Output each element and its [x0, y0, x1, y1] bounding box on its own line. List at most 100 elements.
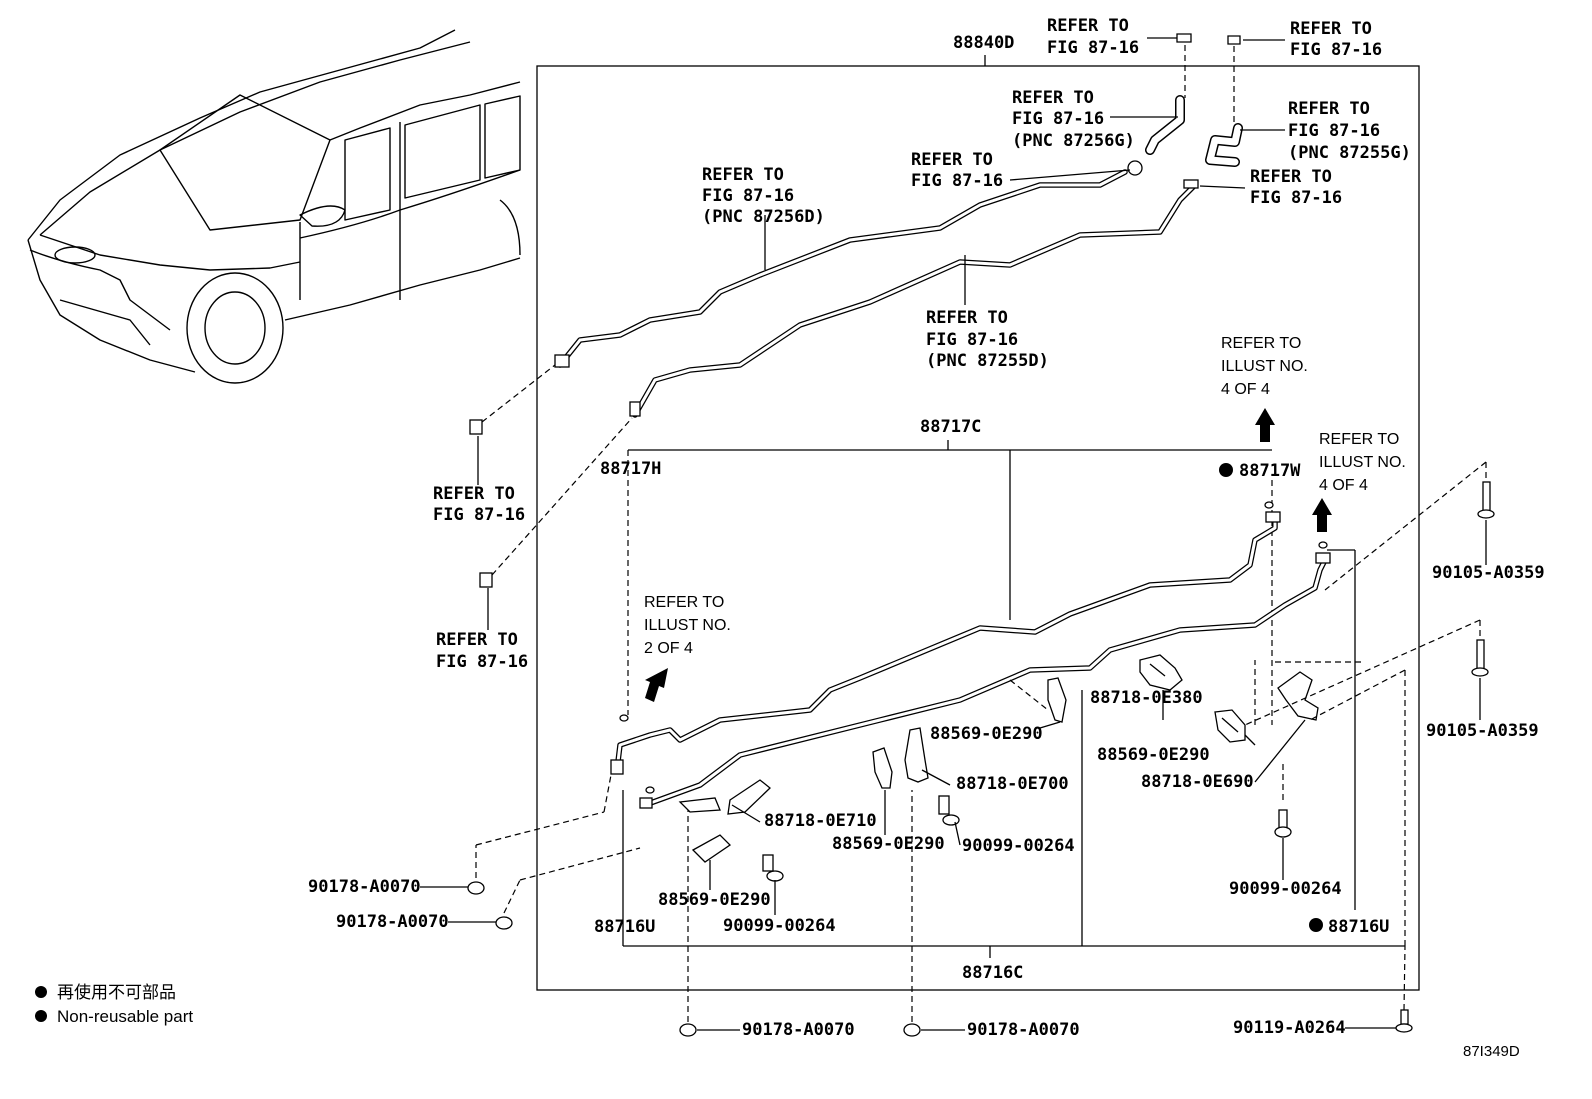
bolt-icon: [1395, 1009, 1413, 1033]
svg-text:FIG 87-16: FIG 87-16: [1012, 109, 1104, 129]
label-88840D: 88840D: [953, 33, 1014, 53]
svg-text:REFER TO: REFER TO: [1288, 99, 1370, 119]
refer-fig-r10: REFER TO FIG 87-16: [436, 630, 528, 672]
svg-text:REFER TO: REFER TO: [1250, 167, 1332, 187]
label-88717W: 88717W: [1239, 461, 1301, 481]
upper-tube-87255D: [632, 182, 1198, 418]
svg-text:(PNC 87256D): (PNC 87256D): [702, 207, 825, 227]
label-90178-A0070-b: 90178-A0070: [336, 912, 449, 932]
cap-icon: [1227, 35, 1241, 45]
label-88718-0E380: 88718-0E380: [1090, 688, 1203, 708]
label-88718-0E690: 88718-0E690: [1141, 772, 1254, 792]
refer-fig-r6: REFER TO FIG 87-16: [1250, 167, 1342, 208]
lower-tube-88716: [642, 557, 1328, 808]
cushion-88569-0E290-mid: [872, 747, 893, 789]
legend: 再使用不可部品 Non-reusable part: [35, 982, 193, 1026]
label-88569-0E290-mid: 88569-0E290: [832, 834, 945, 854]
connector-icon: [554, 354, 570, 368]
refer-illust-i2: REFER TO ILLUST NO. 4 OF 4: [1319, 431, 1406, 494]
arrow-up-icon: [1255, 408, 1275, 442]
refer-fig-r7: REFER TO FIG 87-16 (PNC 87256D): [702, 165, 825, 227]
label-88569-0E290-upper: 88569-0E290: [930, 724, 1043, 744]
clamp-88718-0E700: [904, 727, 929, 783]
label-88569-0E290-left: 88569-0E290: [658, 890, 771, 910]
refer-fig-r3: REFER TO FIG 87-16 (PNC 87256G): [1012, 88, 1135, 151]
nut-icon: [467, 881, 921, 1037]
svg-text:REFER TO: REFER TO: [702, 165, 784, 185]
connector-icon: [1315, 552, 1331, 564]
svg-text:FIG 87-16: FIG 87-16: [1290, 40, 1382, 60]
lower-tube-88717: [614, 512, 1278, 773]
bolt-icon: [1471, 639, 1489, 677]
non-reusable-icon: [35, 986, 47, 998]
label-90105-A0359-bottom: 90105-A0359: [1426, 721, 1539, 741]
svg-text:FIG 87-16: FIG 87-16: [1250, 188, 1342, 208]
svg-text:FIG 87-16: FIG 87-16: [1288, 121, 1380, 141]
clamp-88718-0E690: [1277, 671, 1319, 721]
label-90119-A0264: 90119-A0264: [1233, 1018, 1346, 1038]
label-90178-A0070-d: 90178-A0070: [967, 1020, 1080, 1040]
non-reusable-icon: [1219, 463, 1233, 477]
legend-en: Non-reusable part: [57, 1007, 193, 1026]
arrow-up-icon: [645, 668, 668, 702]
svg-text:REFER TO: REFER TO: [1290, 19, 1372, 39]
svg-text:FIG 87-16: FIG 87-16: [702, 186, 794, 206]
label-88718-0E700: 88718-0E700: [956, 774, 1069, 794]
refer-fig-r4: REFER TO FIG 87-16 (PNC 87255G): [1288, 99, 1411, 163]
o-ring-icon: [619, 714, 629, 722]
svg-text:ILLUST NO.: ILLUST NO.: [644, 617, 731, 634]
o-ring-icon: [1318, 541, 1328, 549]
label-88716C: 88716C: [962, 963, 1023, 983]
svg-text:REFER TO: REFER TO: [433, 484, 515, 504]
svg-text:REFER TO: REFER TO: [1319, 431, 1399, 448]
connector-icon: [639, 797, 653, 809]
vehicle-illustration: [27, 29, 521, 384]
svg-text:REFER TO: REFER TO: [911, 150, 993, 170]
screw-icon: [1274, 809, 1292, 838]
diagram-code: 87I349D: [1463, 1043, 1520, 1060]
o-ring-icon: [1264, 501, 1274, 509]
cushion-88569-0E290-right: [1214, 709, 1246, 743]
cap-icon: [1176, 33, 1192, 43]
refer-illust-i3: REFER TO ILLUST NO. 2 OF 4: [644, 594, 731, 657]
refer-fig-r2: REFER TO FIG 87-16: [1290, 19, 1382, 60]
upper-tube-87256D: [557, 169, 1128, 368]
label-90099-00264-right: 90099-00264: [1229, 879, 1342, 899]
label-90178-A0070-a: 90178-A0070: [308, 877, 421, 897]
clamp-icon: [479, 572, 493, 588]
non-reusable-icon: [35, 1010, 47, 1022]
label-90099-00264-left: 90099-00264: [723, 916, 836, 936]
label-88716U-left: 88716U: [594, 917, 655, 937]
clamp-88718-0E710: [678, 779, 771, 815]
cushion-88569-0E290-upper: [1047, 677, 1067, 723]
refer-fig-r9: REFER TO FIG 87-16: [433, 484, 525, 525]
o-ring-icon: [645, 786, 655, 794]
svg-text:ILLUST NO.: ILLUST NO.: [1319, 454, 1406, 471]
hose-87256G: [1145, 95, 1185, 155]
svg-text:4 OF 4: 4 OF 4: [1221, 381, 1270, 398]
clip-icon: [1183, 179, 1199, 189]
svg-text:4 OF 4: 4 OF 4: [1319, 477, 1368, 494]
svg-text:REFER TO: REFER TO: [926, 308, 1008, 328]
svg-text:REFER TO: REFER TO: [1012, 88, 1094, 108]
bolt-icon: [1477, 481, 1495, 519]
label-88716U-right: 88716U: [1328, 917, 1389, 937]
svg-text:(PNC 87255D): (PNC 87255D): [926, 351, 1049, 371]
label-88718-0E710: 88718-0E710: [764, 811, 877, 831]
svg-text:REFER TO: REFER TO: [1047, 16, 1129, 36]
svg-text:REFER TO: REFER TO: [1221, 335, 1301, 352]
arrow-up-icon: [1312, 498, 1332, 532]
connector-icon: [629, 401, 641, 417]
non-reusable-icon: [1309, 918, 1323, 932]
svg-text:FIG 87-16: FIG 87-16: [1047, 38, 1139, 58]
screw-icon: [938, 795, 960, 826]
label-90178-A0070-c: 90178-A0070: [742, 1020, 855, 1040]
refer-fig-r8: REFER TO FIG 87-16 (PNC 87255D): [926, 308, 1049, 371]
svg-text:REFER TO: REFER TO: [436, 630, 518, 650]
cushion-88569-0E290-left: [691, 834, 732, 863]
label-88717H: 88717H: [600, 459, 661, 479]
label-90105-A0359-top: 90105-A0359: [1432, 563, 1545, 583]
svg-text:FIG 87-16: FIG 87-16: [911, 171, 1003, 191]
svg-text:(PNC 87256G): (PNC 87256G): [1012, 131, 1135, 151]
